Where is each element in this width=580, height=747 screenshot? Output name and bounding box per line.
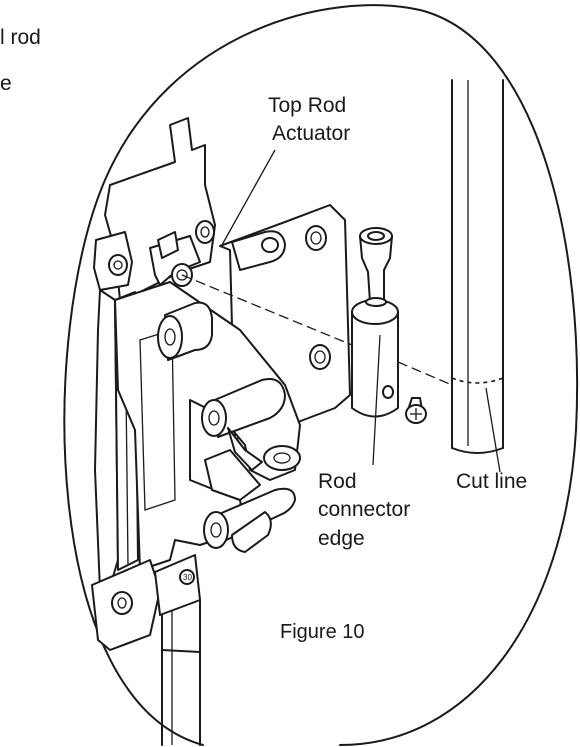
label-top-rod-actuator-line1: Top Rod — [268, 94, 346, 117]
top-rod-actuator — [149, 231, 201, 287]
label-rod-connector-line1: Rod — [318, 470, 357, 493]
label-rod-connector-line2: connector — [318, 498, 410, 521]
housing-hole-left — [108, 254, 128, 276]
page-text-fragment-2: e — [0, 72, 12, 95]
set-screw — [405, 397, 427, 424]
alignment-line — [181, 274, 453, 386]
rod-connector — [351, 227, 399, 418]
leader-top-rod-actuator — [221, 149, 276, 246]
top-rod — [451, 79, 504, 454]
housing-hole-top — [195, 220, 215, 244]
lower-bracket: 30 — [91, 554, 201, 651]
label-rod-connector-line3: edge — [318, 527, 365, 550]
label-cut-line: Cut line — [456, 470, 527, 493]
label-top-rod-actuator-line2: Actuator — [272, 122, 350, 145]
stamp-mark: 30 — [183, 573, 192, 582]
page-text-fragment-1: l rod — [0, 26, 41, 49]
cut-line-mark — [451, 377, 504, 384]
detail-ellipse — [63, 4, 579, 746]
middle-roller — [201, 378, 301, 471]
leader-rod-connector — [372, 334, 381, 466]
figure-caption: Figure 10 — [280, 621, 365, 643]
lower-bracket-hole — [111, 591, 133, 615]
connector-screw-hole — [382, 385, 394, 399]
leader-cut-line — [485, 387, 501, 473]
plate-hole-top — [305, 225, 327, 251]
upper-roller — [157, 301, 213, 361]
plate-hole-bottom — [309, 344, 331, 370]
bottom-rod — [161, 599, 201, 746]
lower-roller — [203, 449, 296, 553]
